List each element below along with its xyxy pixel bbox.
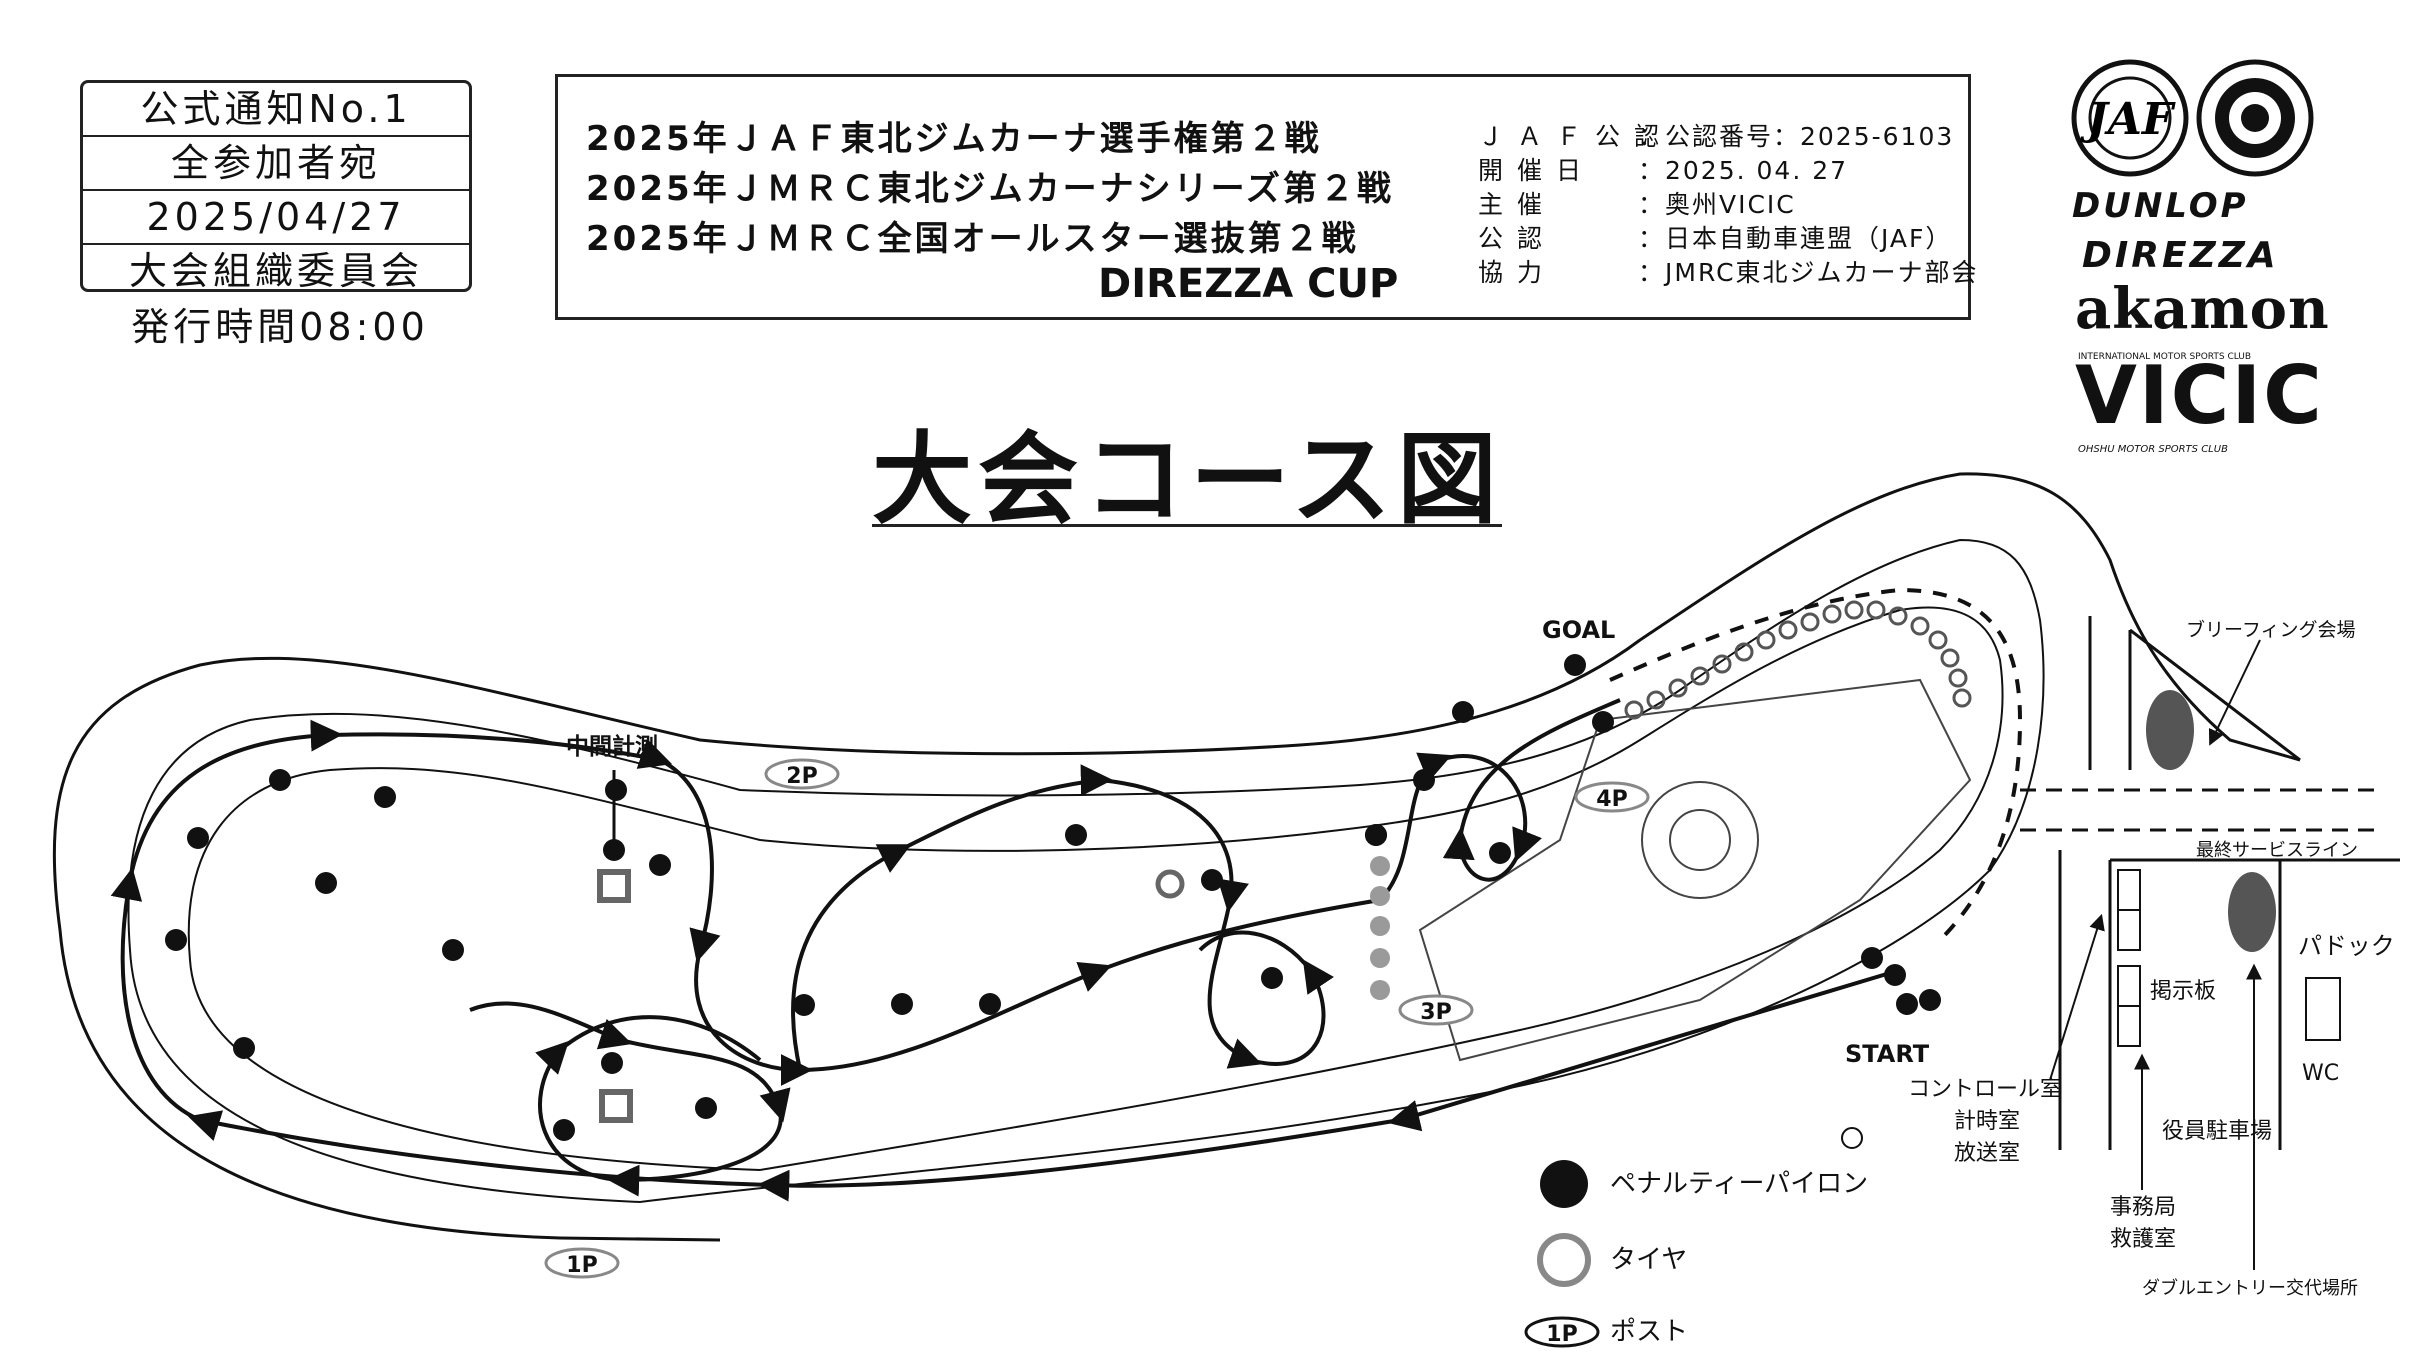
- facility-boundary: [2058, 616, 2400, 1150]
- dashed-return-route: [1609, 587, 2023, 942]
- legend-post-badge: 1P: [1546, 1322, 1577, 1347]
- start-label: START: [1845, 1040, 1930, 1068]
- info-marker-icon: [1841, 1127, 1863, 1149]
- post-badge-4p: 4P: [1574, 781, 1650, 813]
- double-entry-label: ダブルエントリー交代場所: [2142, 1277, 2358, 1299]
- tire-arc: [1624, 600, 1972, 720]
- post-badge-3p: 3P: [1398, 994, 1474, 1026]
- info-label: 主催: [1478, 190, 1557, 219]
- akamon-logo: akamon: [2075, 276, 2330, 342]
- center-roundabout: [1641, 781, 1759, 899]
- racing-line-slalom: [469, 1001, 791, 1197]
- center-circle: [1669, 809, 1731, 871]
- paddock-label: パドック: [2298, 932, 2395, 960]
- dashed-service-line: [2020, 788, 2380, 832]
- legend-pylon-label: ペナルティーパイロン: [1610, 1169, 1868, 1199]
- tire-marker: [1155, 869, 1185, 899]
- racing-line: [110, 719, 1901, 1202]
- course-inner-boundary: [127, 538, 2045, 1203]
- notice-issuer: 大会組織委員会: [128, 249, 423, 293]
- vicic-logo-top-text: INTERNATIONAL MOTOR SPORTS CLUB: [2078, 352, 2252, 362]
- paddock-marker: [2228, 872, 2276, 952]
- first-aid-label: 救護室: [2110, 1227, 2176, 1252]
- svg-text:3P: 3P: [1420, 1000, 1451, 1025]
- cone-column: [1370, 856, 1390, 1000]
- info-value: ：奥州VICIC: [1638, 190, 1796, 219]
- info-label: 開催日: [1478, 156, 1596, 185]
- info-label: 協力: [1478, 258, 1557, 287]
- tire-icon: [1537, 1233, 1591, 1287]
- svg-text:1P: 1P: [566, 1253, 597, 1278]
- notice-number: 公式通知No.1: [83, 83, 469, 137]
- event-title-3: 2025年ＪＭＲＣ全国オールスター選抜第２戦: [586, 219, 1359, 259]
- timing-marker-square: [599, 1089, 633, 1123]
- briefing-area-label: ブリーフィング会場: [2186, 618, 2355, 641]
- penalty-pylons: [165, 654, 1941, 1141]
- info-value: ：公認番号：2025-6103: [1638, 122, 1955, 151]
- racing-line-middle: [791, 764, 1334, 1071]
- vicic-logo-bottom-text: OHSHU MOTOR SPORTS CLUB: [2078, 444, 2228, 455]
- info-row-support: 協力 ：JMRC東北ジムカーナ部会: [1478, 253, 1979, 289]
- post-badge-2p: 2P: [764, 758, 840, 790]
- office-label: 事務局: [2110, 1195, 2176, 1220]
- board-label: 掲示板: [2150, 979, 2216, 1004]
- legend-tire-label: タイヤ: [1610, 1245, 1687, 1275]
- goal-label: GOAL: [1542, 616, 1615, 644]
- board-frame: [2117, 965, 2141, 1007]
- legend: ペナルティーパイロン タイヤ 1P ポスト: [1524, 1160, 1868, 1348]
- board-frame: [2117, 1005, 2141, 1047]
- event-title-1: 2025年ＪＡＦ東北ジムカーナ選手権第２戦: [586, 119, 1322, 159]
- timing-room-label: 計時室: [1954, 1109, 2020, 1134]
- board-frame: [2117, 869, 2141, 911]
- board-frame: [2117, 909, 2141, 951]
- staff-parking-label: 役員駐車場: [2162, 1119, 2272, 1144]
- info-label: 公認: [1478, 224, 1557, 253]
- info-value: ：日本自動車連盟（JAF）: [1638, 224, 1953, 253]
- official-notice-box: 公式通知No.1 全参加者宛 2025/04/27 大会組織委員会: [80, 80, 472, 293]
- inner-paddock-area: [1418, 678, 1972, 1062]
- timing-marker-square: [597, 869, 631, 903]
- info-value: ：2025. 04. 27: [1638, 156, 1849, 185]
- info-row-organizer: 主催 ：奥州VICIC: [1478, 185, 1796, 221]
- info-row-date: 開催日 ：2025. 04. 27: [1478, 151, 1848, 187]
- briefing-area-marker: [2146, 690, 2194, 770]
- info-value: ：JMRC東北ジムカーナ部会: [1638, 258, 1979, 287]
- service-line-label: 最終サービスライン: [2196, 840, 2358, 861]
- notice-recipient: 全参加者宛: [83, 137, 469, 191]
- svg-text:4P: 4P: [1596, 787, 1627, 812]
- page-title: 大会コース図: [872, 421, 1503, 538]
- label-pointer-lines: [2049, 639, 2262, 1270]
- post-badge-1p: 1P: [544, 1247, 620, 1279]
- legend-post-label: ポスト: [1610, 1317, 1688, 1347]
- penalty-pylon-icon: [1540, 1160, 1588, 1208]
- info-row-sanction: 公認 ：日本自動車連盟（JAF）: [1478, 219, 1952, 255]
- direzza-logo: DIREZZA: [2082, 235, 2279, 276]
- cup-title: DIREZZA CUP: [1098, 261, 1399, 307]
- racing-line-goal-loop: [1378, 698, 1621, 902]
- control-room-label: コントロール室: [1908, 1077, 2062, 1102]
- wc-label: WC: [2302, 1061, 2339, 1086]
- title-underline: [872, 524, 1502, 527]
- event-title-2: 2025年ＪＭＲＣ東北ジムカーナシリーズ第２戦: [586, 169, 1394, 209]
- jaf-seal-icon: JAF: [2071, 59, 2314, 177]
- info-row-permit: ＪＡＦ公認：公認番号：2025-6103: [1478, 117, 1954, 153]
- event-info-box: 2025年ＪＡＦ東北ジムカーナ選手権第２戦 2025年ＪＭＲＣ東北ジムカーナシリ…: [555, 74, 1977, 320]
- wc-building: [2305, 977, 2341, 1041]
- issue-time: 発行時間08:00: [131, 305, 429, 349]
- intermediate-timing-label: 中間計測: [566, 733, 658, 760]
- svg-text:JAF: JAF: [2080, 94, 2176, 145]
- dunlop-logo: DUNLOP: [2072, 186, 2249, 226]
- svg-text:2P: 2P: [786, 764, 817, 789]
- notice-date: 2025/04/27: [83, 191, 469, 245]
- vicic-logo: VICIC: [2075, 349, 2324, 442]
- broadcast-room-label: 放送室: [1954, 1141, 2020, 1166]
- info-label: ＪＡＦ公認: [1478, 122, 1674, 151]
- post-icon: [1524, 1316, 1600, 1348]
